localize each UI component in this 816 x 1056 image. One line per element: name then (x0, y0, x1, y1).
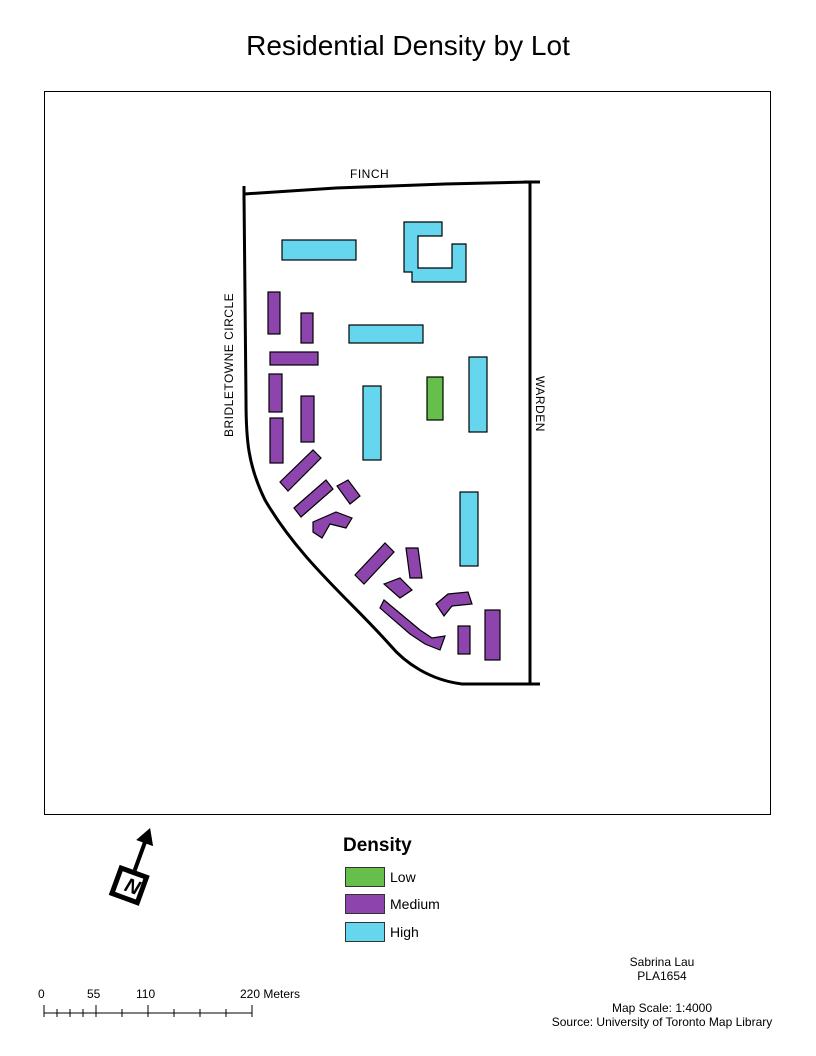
lot-boundary (242, 180, 532, 686)
legend-label-high: High (390, 924, 419, 940)
credit-source: Source: University of Toronto Map Librar… (551, 1015, 773, 1029)
legend-swatch-low (345, 867, 385, 887)
building-medium (267, 291, 281, 335)
legend-title: Density (343, 835, 412, 856)
building-medium (457, 625, 471, 655)
building-high (459, 491, 479, 567)
building-medium (312, 511, 353, 539)
scale-tick-label: 110 (136, 987, 156, 1001)
building-high (403, 221, 467, 283)
building-high (468, 356, 488, 433)
legend-swatch-medium (345, 894, 385, 914)
building-medium (405, 547, 423, 579)
credit-scale: Map Scale: 1:4000 (611, 1001, 713, 1015)
legend-label-low: Low (390, 869, 416, 885)
building-medium (268, 373, 283, 413)
legend-swatch-high (345, 922, 385, 942)
map-frame (44, 91, 771, 815)
building-medium (269, 417, 284, 464)
building-medium (484, 609, 501, 661)
scale-bar (43, 1005, 253, 1017)
building-high (281, 239, 357, 261)
building-medium (300, 312, 314, 344)
building-medium (379, 599, 446, 651)
scale-tick-label: 0 (38, 987, 45, 1001)
street-label-bridletowne: BRIDLETOWNE CIRCLE (222, 292, 236, 437)
credit-course: PLA1654 (637, 969, 687, 983)
credit-author: Sabrina Lau (629, 955, 695, 969)
medium-density-buildings (267, 291, 501, 661)
building-high (348, 324, 424, 344)
building-medium (300, 395, 315, 443)
scale-tick-label: 55 (87, 987, 101, 1001)
building-medium (382, 577, 413, 599)
north-arrow-icon (108, 828, 154, 906)
building-high (362, 385, 382, 461)
building-medium (336, 479, 361, 505)
map-title: Residential Density by Lot (246, 30, 570, 61)
street-label-warden: WARDEN (533, 376, 547, 432)
legend-label-medium: Medium (390, 896, 440, 912)
high-density-buildings (281, 221, 488, 567)
building-low (426, 376, 444, 421)
street-label-finch: FINCH (350, 167, 390, 181)
building-medium (279, 449, 322, 492)
building-medium (354, 542, 395, 585)
building-medium (269, 351, 319, 366)
building-medium (435, 591, 473, 618)
scale-tick-label: 220 Meters (240, 987, 301, 1001)
building-medium (293, 479, 334, 518)
